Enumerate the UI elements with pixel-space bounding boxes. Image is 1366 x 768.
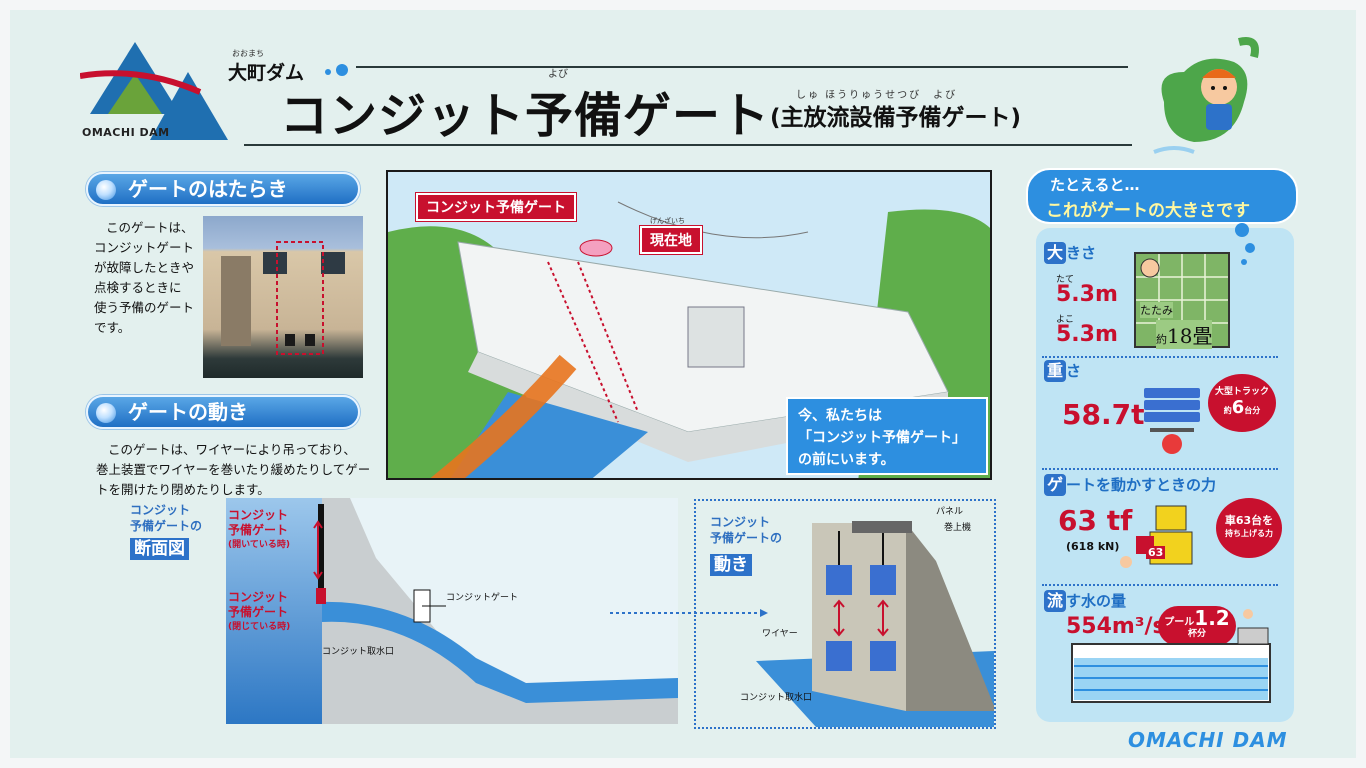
gate-open-label: コンジット 予備ゲート (開いている時) bbox=[228, 508, 290, 550]
motion-intake-label: コンジット取水口 bbox=[740, 693, 813, 703]
motion-diagram bbox=[694, 499, 996, 729]
divider bbox=[1042, 584, 1278, 586]
tatami-value: 約18畳 bbox=[1156, 320, 1213, 349]
width-value: 5.3m bbox=[1056, 322, 1118, 347]
force-kn: (618 kN) bbox=[1066, 540, 1120, 553]
page-subtitle: (主放流設備予備ゲート) bbox=[770, 105, 1022, 131]
logo-text: OMACHI DAM bbox=[82, 126, 170, 139]
weight-heading: 重さ bbox=[1044, 360, 1081, 382]
wire-label: ワイヤー bbox=[762, 629, 798, 639]
height-label: たて bbox=[1056, 275, 1075, 285]
robot-number: 63 bbox=[1146, 546, 1166, 559]
dotted-connector-icon bbox=[610, 609, 768, 617]
cross-section-caption: コンジット 予備ゲートの bbox=[130, 503, 203, 533]
height-value: 5.3m bbox=[1056, 282, 1118, 307]
subtitle-ruby: しゅ ほうりゅうせつび よび bbox=[796, 90, 958, 101]
gate-closed-label: コンジット 予備ゲート (閉じている時) bbox=[228, 590, 291, 632]
bubbles-icon bbox=[1235, 223, 1255, 265]
illustration-gate-tag: コンジット予備ゲート bbox=[416, 193, 576, 221]
truck-badge: 大型トラック 約6台分 bbox=[1208, 374, 1276, 432]
motion-drawing bbox=[756, 521, 996, 727]
flow-heading: 流す水の量 bbox=[1044, 590, 1126, 612]
current-location-tag: 現在地 bbox=[640, 226, 702, 254]
flow-value: 554m³/s bbox=[1066, 614, 1166, 639]
car-lift-badge: 車63台を 持ち上げる力 bbox=[1216, 498, 1282, 558]
page-title: コンジット予備ゲート bbox=[280, 88, 771, 144]
robot-lifting-icon bbox=[1120, 505, 1193, 568]
motion-caption: コンジット 予備ゲートの bbox=[710, 515, 783, 545]
force-heading: ゲートを動かすときの力 bbox=[1044, 474, 1216, 496]
trucks-scale-icon bbox=[1144, 388, 1200, 454]
header-rule-bottom bbox=[244, 144, 1132, 146]
force-value: 63 tf bbox=[1058, 504, 1133, 537]
hoist-label: 巻上機 bbox=[944, 523, 972, 533]
function-text: このゲートは、 コンジットゲート が故障したときや 点検するときに 使う予備のゲ… bbox=[94, 220, 195, 335]
divider bbox=[1042, 468, 1278, 470]
you-are-here-box: 今、私たちは 「コンジット予備ゲート」 の前にいます。 bbox=[786, 397, 988, 475]
section-heading-motion: ゲートの動き bbox=[86, 395, 360, 429]
current-location-ruby: げんざいち bbox=[650, 217, 685, 225]
size-heading: 大きさ bbox=[1044, 242, 1096, 264]
section-heading-function: ゲートのはたらき bbox=[86, 172, 360, 206]
cross-section-drawing bbox=[226, 498, 678, 724]
dam-name: 大町ダム bbox=[228, 62, 305, 84]
pool-badge: プール1.2 杯分 bbox=[1158, 606, 1236, 646]
omachi-dam-logo bbox=[80, 42, 228, 140]
cross-section-label: 断面図 bbox=[130, 538, 189, 560]
cross-section-intake-label: コンジット取水口 bbox=[322, 647, 395, 657]
width-label: よこ bbox=[1056, 315, 1075, 325]
dam-name-ruby: おおまち bbox=[232, 49, 264, 58]
open-arrow-icon bbox=[313, 520, 323, 580]
decorative-dots-icon bbox=[325, 64, 348, 76]
bubble-icon bbox=[96, 403, 116, 423]
gate-photo bbox=[203, 216, 363, 378]
gate-photo-drawing bbox=[221, 241, 345, 355]
mascot-dragon-icon bbox=[1153, 37, 1259, 154]
conduit-gate-label: コンジットゲート bbox=[446, 593, 519, 603]
bubble-icon bbox=[96, 180, 116, 200]
swimming-pool-icon bbox=[1071, 609, 1271, 703]
panel-label: パネル bbox=[936, 507, 964, 517]
weight-value: 58.7t bbox=[1062, 398, 1145, 431]
title-ruby: よび bbox=[548, 69, 568, 80]
cross-section-diagram bbox=[226, 498, 678, 724]
divider bbox=[1042, 356, 1278, 358]
motion-label: 動き bbox=[710, 554, 752, 576]
motion-text: このゲートは、ワイヤーにより吊っており、 巻上装置でワイヤーを巻いたり緩めたりし… bbox=[96, 442, 371, 497]
header-rule-top bbox=[356, 66, 1128, 68]
tatami-label: たたみ bbox=[1140, 302, 1173, 318]
example-heading: たとえると… これがゲートの大きさです bbox=[1026, 168, 1298, 224]
footer-logo: OMACHI DAM bbox=[1128, 728, 1288, 752]
